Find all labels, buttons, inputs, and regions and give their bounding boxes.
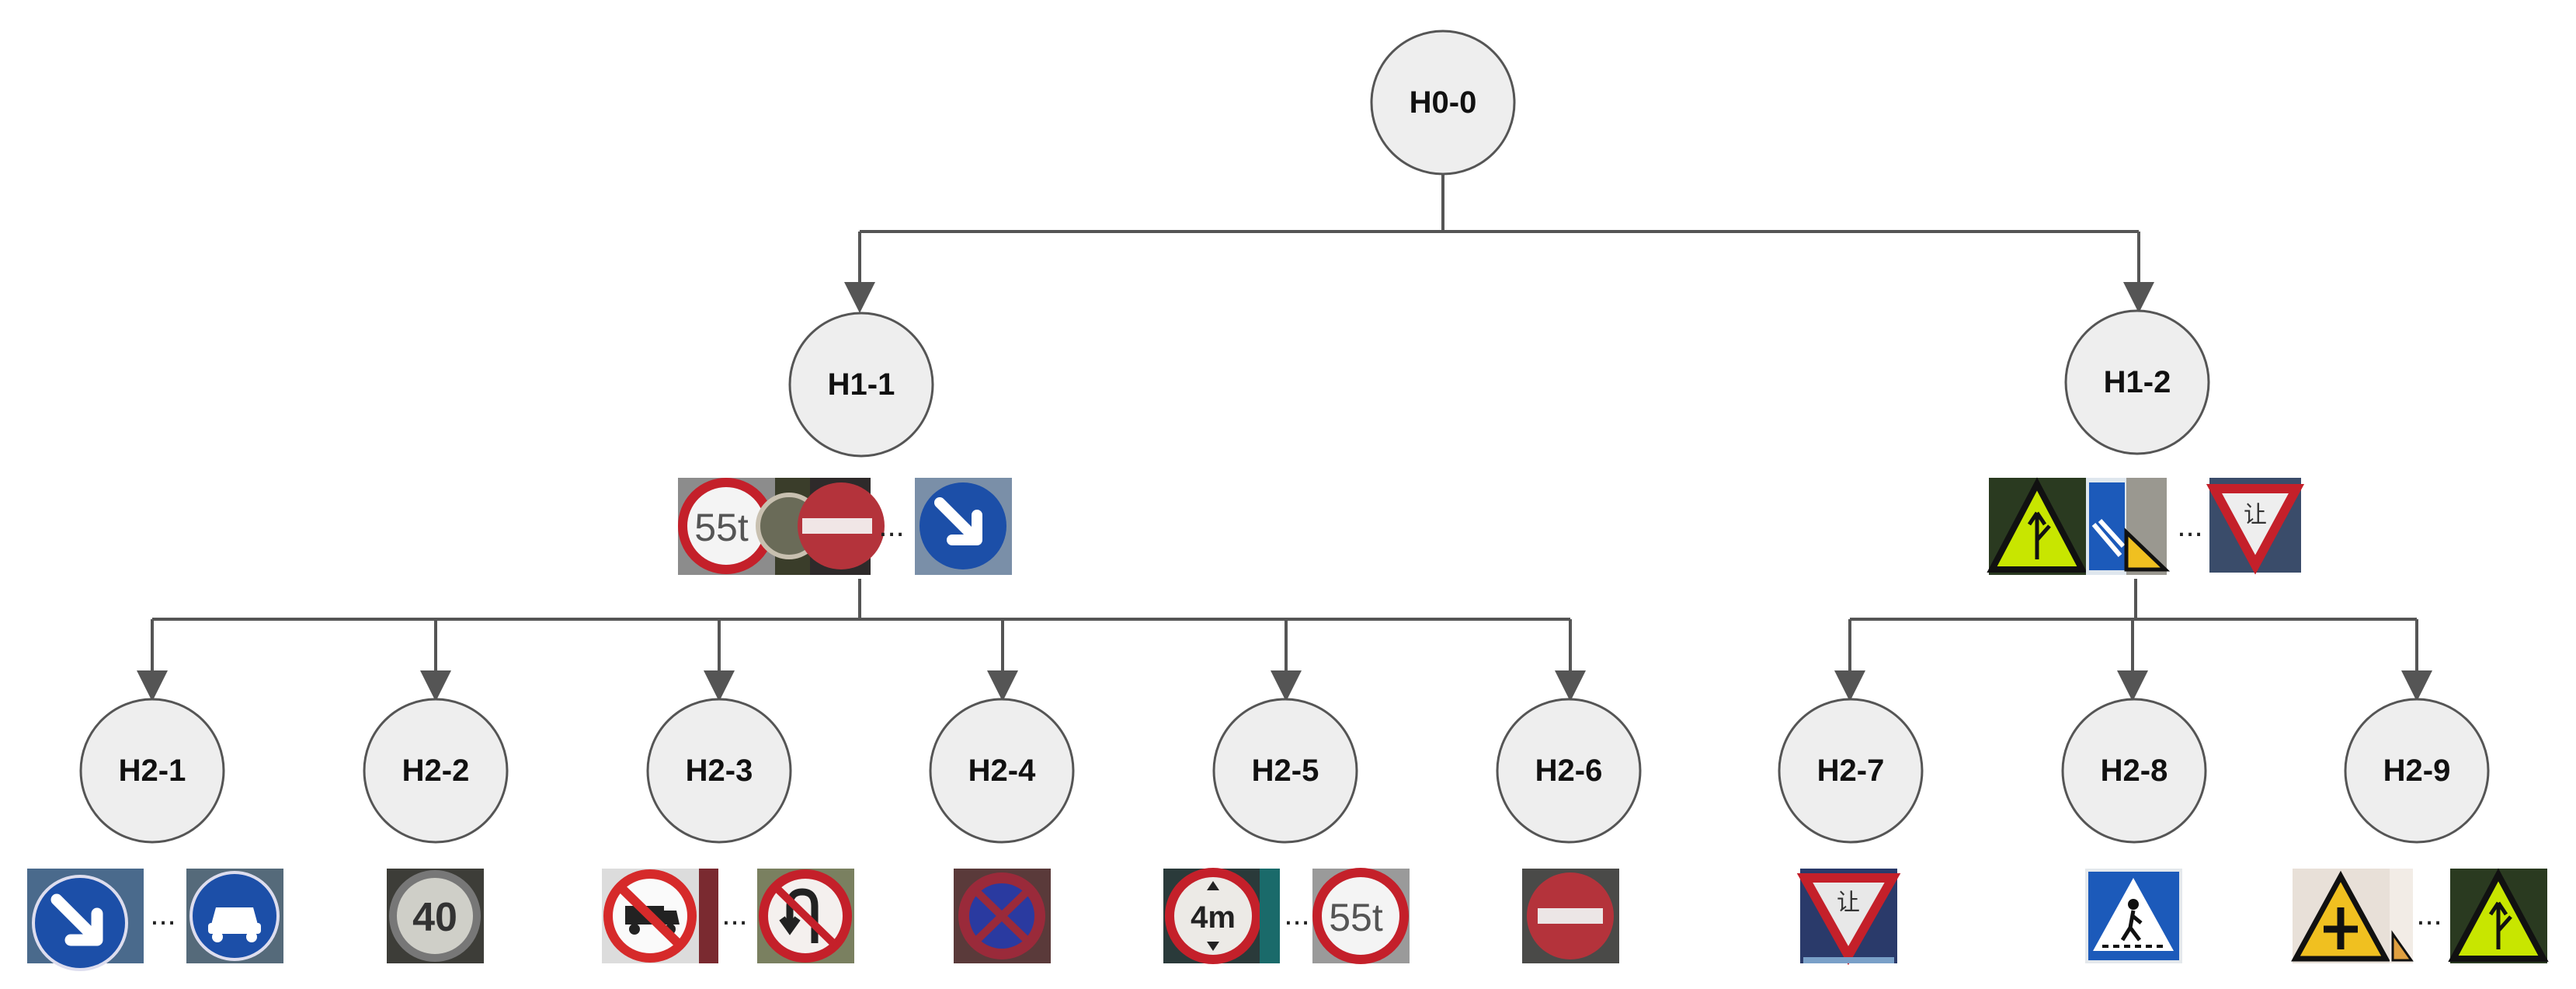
node-h2-5-label: H2-5 bbox=[1252, 754, 1319, 788]
pedestrian-crossing-sign-icon bbox=[2085, 869, 2182, 963]
node-h2-7[interactable]: H2-7 bbox=[1778, 698, 1924, 844]
svg-text:55t: 55t bbox=[1329, 896, 1383, 939]
thumbnails-h2-3: ... bbox=[602, 869, 854, 963]
node-h2-2-label: H2-2 bbox=[402, 754, 470, 788]
merging-traffic-warning-sign-icon bbox=[1987, 477, 2088, 575]
node-h2-1[interactable]: H2-1 bbox=[79, 698, 225, 844]
thumbnails-h2-3-ellipsis: ... bbox=[721, 897, 747, 932]
node-h2-6-label: H2-6 bbox=[1535, 754, 1603, 788]
thumbnails-h2-1-ellipsis: ... bbox=[150, 897, 176, 932]
thumbnails-h2-7: 让 bbox=[1796, 869, 1901, 966]
node-h2-5[interactable]: H2-5 bbox=[1212, 698, 1358, 844]
yield-sign-icon: 让 bbox=[2206, 478, 2305, 575]
weight-limit-55t-sign-icon: 55t bbox=[1312, 868, 1410, 964]
node-h2-8-label: H2-8 bbox=[2101, 754, 2168, 788]
node-h1-2[interactable]: H1-2 bbox=[2064, 309, 2210, 455]
node-h0-0[interactable]: H0-0 bbox=[1370, 30, 1516, 176]
node-h2-3-label: H2-3 bbox=[686, 754, 753, 788]
merging-traffic-warning-sign-icon bbox=[2448, 868, 2549, 963]
svg-text:55t: 55t bbox=[694, 506, 749, 549]
node-h2-8[interactable]: H2-8 bbox=[2061, 698, 2207, 844]
thumbnails-h1-2: ... 让 bbox=[1987, 477, 2305, 575]
height-limit-4m-sign-icon: 4m bbox=[1163, 868, 1280, 964]
no-u-turn-sign-icon bbox=[757, 869, 854, 963]
thumbnails-h2-5-ellipsis: ... bbox=[1284, 897, 1309, 932]
node-h2-4-label: H2-4 bbox=[968, 754, 1036, 788]
thumbnails-h2-6 bbox=[1522, 869, 1619, 963]
thumbnails-h2-9: ... bbox=[2291, 868, 2549, 963]
no-entry-sign-icon bbox=[1522, 869, 1619, 963]
thumbnails-h2-9-ellipsis: ... bbox=[2416, 897, 2442, 932]
no-parking-sign-icon bbox=[954, 869, 1051, 963]
speed-limit-40-sign-icon: 40 bbox=[387, 869, 484, 963]
nodes: H0-0 H1-1 H1-2 H2-1 H2-2 H2-3 H2-4 H2- bbox=[79, 30, 2490, 844]
svg-text:让: 让 bbox=[2244, 502, 2267, 529]
node-h2-2[interactable]: H2-2 bbox=[363, 698, 509, 844]
node-h2-7-label: H2-7 bbox=[1817, 754, 1885, 788]
svg-text:4m: 4m bbox=[1191, 900, 1236, 935]
thumbnails-h1-2-ellipsis: ... bbox=[2177, 509, 2202, 543]
thumbnails-h2-5: 4m ... 55t bbox=[1163, 868, 1410, 964]
node-h2-9[interactable]: H2-9 bbox=[2344, 698, 2490, 844]
warning-partial-sign-icon bbox=[2124, 478, 2171, 575]
thumbnails-h2-1: ... bbox=[27, 869, 283, 971]
node-h1-1-label: H1-1 bbox=[828, 367, 895, 402]
connectors bbox=[137, 175, 2432, 702]
svg-text:40: 40 bbox=[412, 895, 457, 940]
no-entry-sign-icon bbox=[798, 478, 885, 575]
motor-vehicle-lane-sign-icon bbox=[186, 869, 283, 963]
thumbnails-h2-8 bbox=[2085, 869, 2182, 963]
thumbnails-h1-1: 55t ... bbox=[678, 478, 1012, 575]
crossroads-warning-sign-icon bbox=[2291, 869, 2390, 963]
node-h2-4[interactable]: H2-4 bbox=[929, 698, 1075, 844]
no-trucks-sign-icon bbox=[602, 869, 718, 963]
node-h2-6[interactable]: H2-6 bbox=[1496, 698, 1642, 844]
thumbnails-h2-2: 40 bbox=[387, 869, 484, 963]
node-h2-9-label: H2-9 bbox=[2383, 754, 2451, 788]
node-h1-2-label: H1-2 bbox=[2104, 365, 2171, 399]
node-h1-1[interactable]: H1-1 bbox=[788, 312, 934, 458]
node-h2-3[interactable]: H2-3 bbox=[646, 698, 792, 844]
thumbnails-h1-1-ellipsis: ... bbox=[878, 509, 904, 543]
node-h0-0-label: H0-0 bbox=[1410, 85, 1477, 120]
keep-right-arrow-sign-icon bbox=[27, 869, 144, 971]
pedestrian-crossing-partial-sign-icon bbox=[2086, 478, 2126, 575]
warning-partial-sign-icon bbox=[2390, 869, 2414, 963]
thumbnails-h2-4 bbox=[954, 869, 1051, 963]
svg-text:让: 让 bbox=[1837, 890, 1860, 917]
node-h2-1-label: H2-1 bbox=[119, 754, 186, 788]
keep-right-arrow-sign-icon bbox=[915, 478, 1012, 575]
yield-sign-icon: 让 bbox=[1796, 869, 1901, 966]
